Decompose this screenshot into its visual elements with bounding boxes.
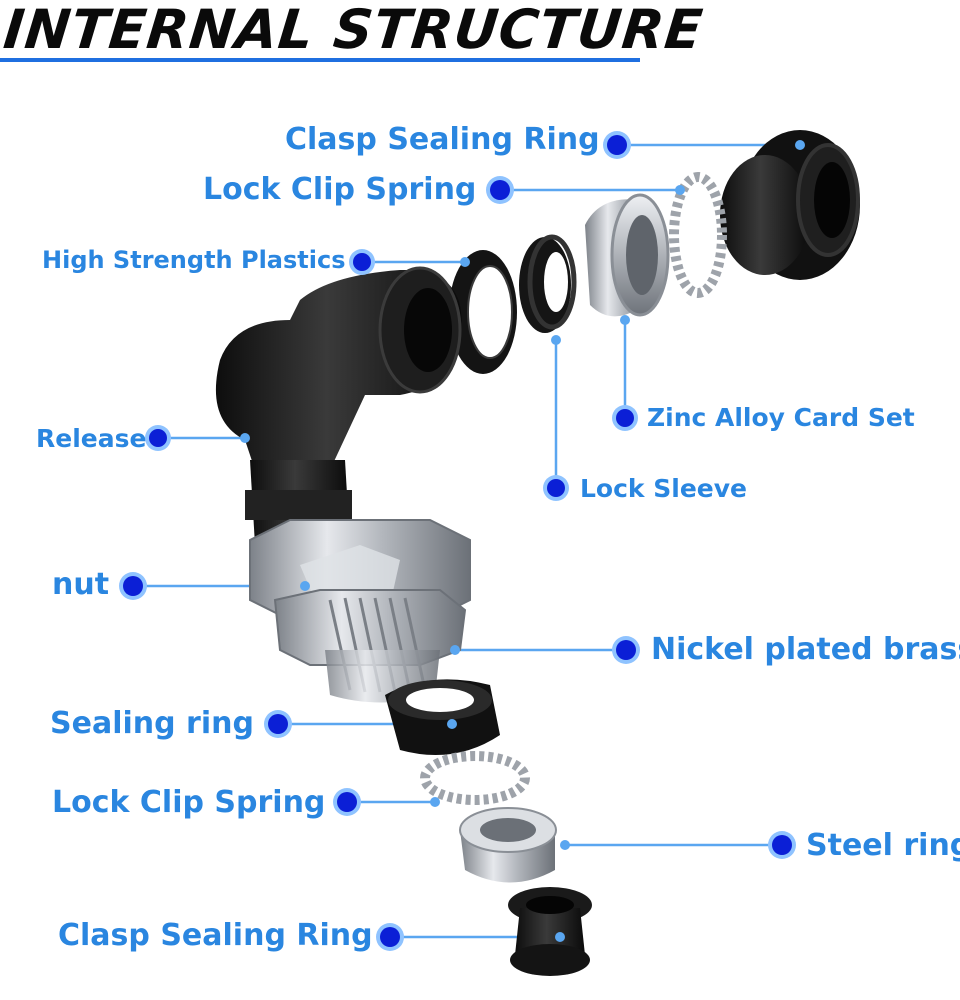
label-lock-clip-spring-top: Lock Clip Spring	[203, 172, 477, 207]
clasp-sealing-ring-top-part	[720, 130, 860, 280]
callout-dot	[543, 475, 569, 501]
label-lock-sleeve: Lock Sleeve	[580, 474, 747, 503]
zinc-alloy-card-set-part	[585, 193, 670, 317]
callout-dot	[376, 923, 404, 951]
callout-dot	[349, 249, 375, 275]
label-zinc-alloy-card-set: Zinc Alloy Card Set	[647, 403, 915, 432]
title-underline	[0, 58, 640, 62]
callout-dot	[768, 831, 796, 859]
nickel-plated-brass-part	[273, 589, 467, 703]
callout-dot	[486, 176, 514, 204]
callout-dot	[119, 572, 147, 600]
lock-sleeve-part	[519, 234, 577, 333]
label-clasp-sealing-ring-top: Clasp Sealing Ring	[285, 122, 600, 157]
label-lock-clip-spring-bottom: Lock Clip Spring	[52, 785, 326, 820]
clasp-sealing-ring-bottom-part	[508, 887, 592, 976]
label-clasp-sealing-ring-bottom: Clasp Sealing Ring	[58, 918, 373, 953]
label-release: Release	[36, 424, 147, 453]
label-nickel-plated-brass: Nickel plated brass	[651, 632, 960, 667]
callout-dot	[612, 405, 638, 431]
callout-dot	[145, 425, 171, 451]
elbow-body-part	[215, 266, 462, 553]
label-nut: nut	[52, 567, 110, 602]
label-sealing-ring: Sealing ring	[50, 706, 254, 741]
sealing-ring-part	[385, 679, 500, 755]
steel-ring-part	[459, 807, 557, 883]
leader-endpoints	[240, 140, 805, 942]
callout-dot	[603, 131, 631, 159]
lock-clip-spring-top-part	[669, 172, 727, 298]
label-steel-ring: Steel ring	[806, 828, 960, 863]
callout-dot	[333, 788, 361, 816]
label-high-strength-plastics: High Strength Plastics	[42, 246, 346, 274]
callout-dot	[264, 710, 292, 738]
callout-dot	[612, 636, 640, 664]
high-strength-plastics-ring-part	[449, 250, 517, 374]
lock-clip-spring-bottom-part	[420, 751, 530, 805]
callout-dots	[119, 131, 796, 951]
